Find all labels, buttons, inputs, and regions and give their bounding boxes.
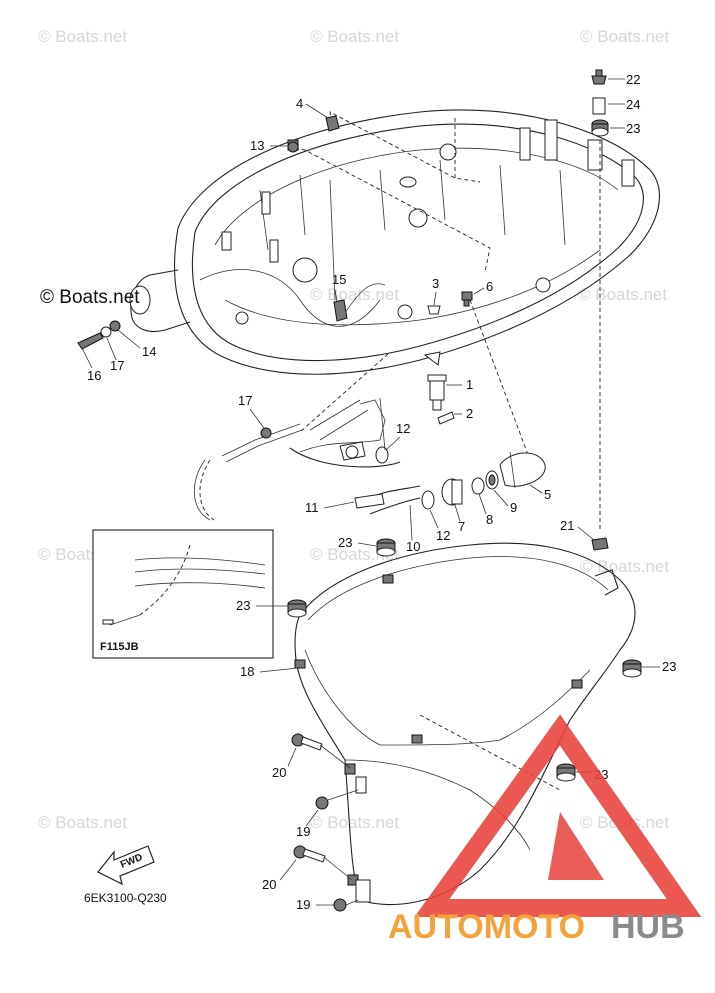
callout-7: 7 <box>458 519 465 534</box>
callout-1: 1 <box>466 377 473 392</box>
small-parts-lower <box>287 537 642 912</box>
watermark: © Boats.net <box>38 27 127 46</box>
inset-label: F115JB <box>100 641 139 653</box>
callout-21: 21 <box>560 518 574 533</box>
middle-parts <box>193 353 546 521</box>
callout-15: 15 <box>332 272 346 287</box>
fwd-arrow-icon: FWD <box>97 845 155 886</box>
inset-box: F115JB <box>92 529 274 659</box>
callout-group: 4 13 22 24 23 3 6 15 14 17 16 1 2 17 12 … <box>81 72 676 912</box>
bottom-cowling-lower <box>294 542 636 906</box>
callout-16: 16 <box>87 368 101 383</box>
callout-9: 9 <box>510 500 517 515</box>
callout-13: 13 <box>250 138 264 153</box>
callout-20a: 20 <box>272 765 286 780</box>
small-parts-upper <box>77 69 609 350</box>
watermark: © Boats.net <box>310 813 399 832</box>
watermark: © Boats.net <box>38 813 127 832</box>
callout-22: 22 <box>626 72 640 87</box>
callout-19b: 19 <box>296 897 310 912</box>
callout-18: 18 <box>240 664 254 679</box>
callout-10: 10 <box>406 539 420 554</box>
brand-text-part2: HUB <box>611 908 685 946</box>
callout-3: 3 <box>432 276 439 291</box>
brand-logo: AUTOMOTO HUB <box>388 714 702 946</box>
watermark: © Boats.net <box>310 285 399 304</box>
watermark: © Boats.net <box>578 285 667 304</box>
brand-text-part1: AUTOMOTO <box>388 908 585 946</box>
diagram-code: 6EK3100-Q230 <box>84 891 167 905</box>
callout-12b: 12 <box>436 528 450 543</box>
callout-6: 6 <box>486 279 493 294</box>
callout-4: 4 <box>296 96 303 111</box>
callout-5: 5 <box>544 487 551 502</box>
leader-lines <box>294 111 601 530</box>
callout-2: 2 <box>466 406 473 421</box>
callout-23b: 23 <box>338 535 352 550</box>
watermark: © Boats.net <box>580 557 669 576</box>
callout-20b: 20 <box>262 877 276 892</box>
callout-23d: 23 <box>662 659 676 674</box>
watermark: © Boats.net <box>310 27 399 46</box>
callout-23c: 23 <box>236 598 250 613</box>
callout-11: 11 <box>305 500 319 515</box>
callout-14: 14 <box>142 344 156 359</box>
callout-8: 8 <box>486 512 493 527</box>
callout-17: 17 <box>110 358 124 373</box>
callout-24: 24 <box>626 97 640 112</box>
watermark: © Boats.net <box>580 27 669 46</box>
copyright-label: © Boats.net <box>40 287 140 308</box>
callout-12a: 12 <box>396 421 410 436</box>
callout-23: 23 <box>626 121 640 136</box>
callout-19a: 19 <box>296 824 310 839</box>
callout-17b: 17 <box>238 393 252 408</box>
watermark-group: © Boats.net © Boats.net © Boats.net © Bo… <box>38 27 669 832</box>
logo-triangle-icon <box>414 714 702 917</box>
bottom-cowling-upper <box>129 109 661 375</box>
